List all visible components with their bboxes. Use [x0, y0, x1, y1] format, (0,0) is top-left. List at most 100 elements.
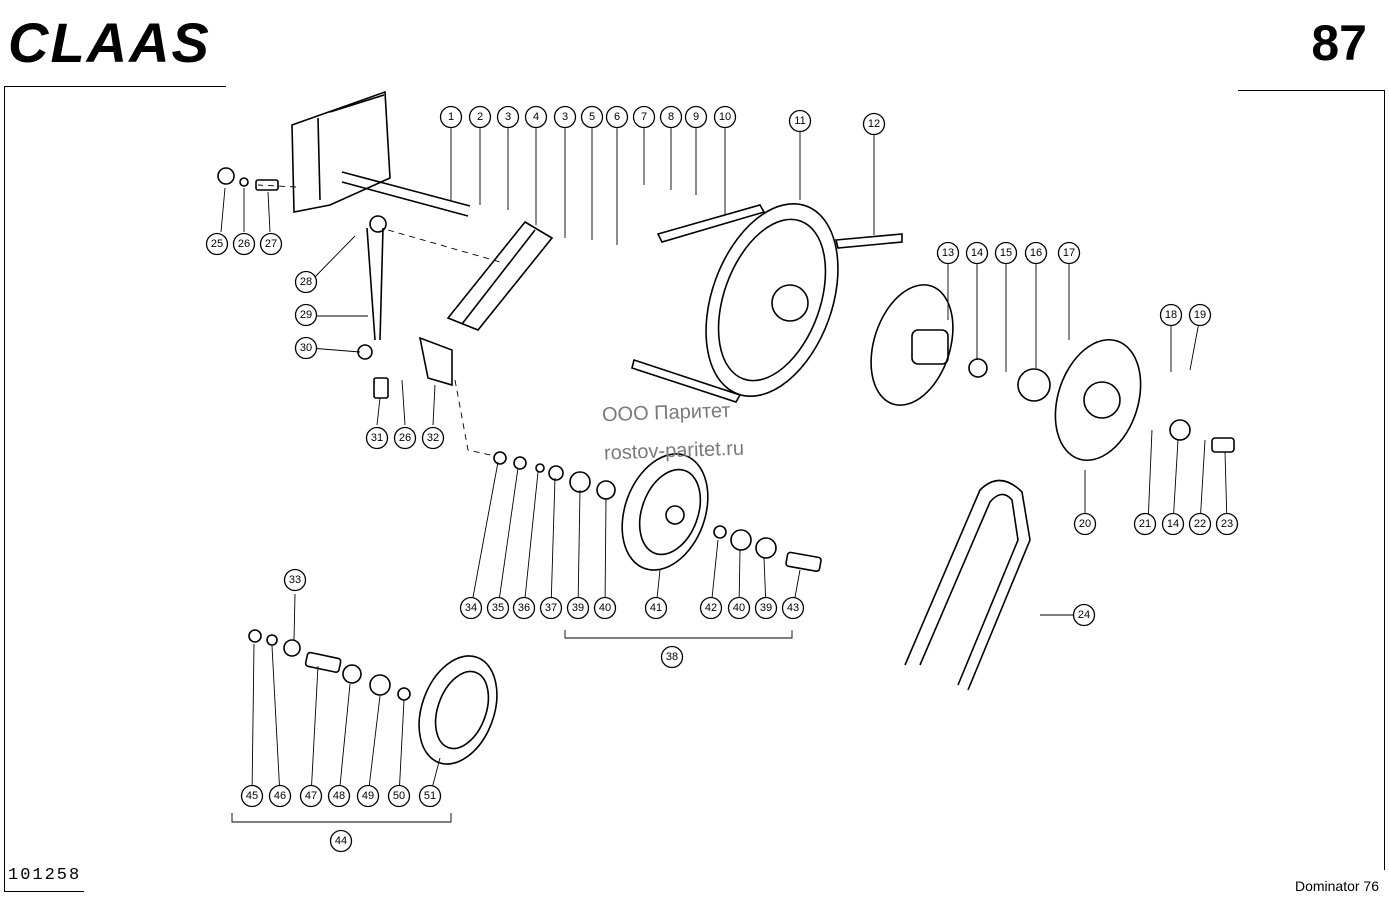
callout: 9	[684, 105, 708, 129]
bracket-32	[418, 336, 453, 387]
svg-text:37: 37	[545, 602, 557, 614]
svg-text:5: 5	[589, 111, 595, 123]
header-rule-left	[4, 86, 226, 87]
svg-text:22: 22	[1194, 518, 1206, 530]
header-rule-right	[1238, 90, 1384, 91]
swing-arm	[446, 220, 554, 331]
callout: 15	[994, 241, 1018, 265]
callout: 30	[294, 336, 318, 360]
callout: 3	[496, 105, 520, 129]
svg-text:23: 23	[1221, 518, 1233, 530]
callout: 4	[524, 105, 548, 129]
callout: 31	[365, 426, 389, 450]
callout: 28	[294, 270, 318, 294]
callout: 39	[566, 596, 590, 620]
idler-pulley-41	[621, 453, 709, 571]
svg-text:16: 16	[1030, 247, 1042, 259]
svg-text:48: 48	[333, 790, 345, 802]
callout: 38	[660, 645, 684, 669]
callout: 17	[1057, 241, 1081, 265]
document-number: 101258	[8, 866, 82, 885]
callout: 50	[387, 784, 411, 808]
callout: 47	[299, 784, 323, 808]
callout: 12	[862, 112, 886, 136]
svg-text:4: 4	[533, 111, 539, 123]
callout: 16	[1024, 241, 1048, 265]
callout: 33	[283, 568, 307, 592]
callout: 14	[1161, 512, 1185, 536]
callout: 13	[936, 241, 960, 265]
callout: 32	[421, 426, 445, 450]
callout: 41	[644, 596, 668, 620]
svg-text:44: 44	[335, 835, 347, 847]
svg-text:33: 33	[289, 574, 301, 586]
callout: 34	[459, 596, 483, 620]
svg-text:8: 8	[668, 111, 674, 123]
svg-text:10: 10	[719, 111, 731, 123]
svg-text:24: 24	[1078, 609, 1090, 621]
callout: 6	[605, 105, 629, 129]
svg-text:21: 21	[1139, 518, 1151, 530]
callout: 2	[468, 105, 492, 129]
svg-text:12: 12	[868, 118, 880, 130]
callout: 3	[553, 105, 577, 129]
callout: 40	[727, 596, 751, 620]
claas-logo: CLAAS	[8, 14, 211, 70]
svg-text:25: 25	[211, 238, 223, 250]
svg-text:39: 39	[760, 602, 772, 614]
callout: 22	[1188, 512, 1212, 536]
svg-text:38: 38	[666, 651, 678, 663]
svg-text:11: 11	[794, 115, 805, 127]
callout: 25	[205, 232, 229, 256]
svg-text:39: 39	[572, 602, 584, 614]
callout: 36	[512, 596, 536, 620]
svg-text:26: 26	[399, 432, 411, 444]
callout: 18	[1159, 303, 1183, 327]
svg-text:49: 49	[362, 790, 374, 802]
svg-text:14: 14	[971, 247, 983, 259]
callout: 26	[393, 426, 417, 450]
callout: 1	[439, 105, 463, 129]
svg-text:34: 34	[465, 602, 477, 614]
callout: 27	[259, 232, 283, 256]
svg-text:17: 17	[1063, 247, 1075, 259]
svg-text:36: 36	[518, 602, 530, 614]
svg-text:45: 45	[246, 790, 258, 802]
belt-strip-lower	[631, 358, 742, 403]
svg-text:41: 41	[650, 602, 662, 614]
callout: 44	[329, 829, 353, 853]
svg-text:28: 28	[300, 276, 312, 288]
callout: 14	[965, 241, 989, 265]
svg-text:7: 7	[641, 111, 647, 123]
mounting-bracket	[291, 90, 391, 213]
model-name: Dominator 76	[1294, 878, 1379, 894]
callout: 29	[294, 303, 318, 327]
svg-text:15: 15	[1000, 247, 1012, 259]
callout: 20	[1073, 512, 1097, 536]
frame-bottom	[4, 891, 84, 892]
svg-text:26: 26	[238, 238, 250, 250]
svg-text:14: 14	[1167, 518, 1179, 530]
svg-text:9: 9	[693, 111, 699, 123]
callout: 11	[788, 109, 812, 133]
svg-text:46: 46	[274, 790, 286, 802]
svg-text:42: 42	[705, 602, 717, 614]
bolt-23	[1211, 437, 1235, 453]
page-number: 87	[1311, 15, 1367, 71]
bearing-14a	[968, 358, 988, 378]
belt-strip-10	[656, 204, 766, 243]
logo-text: CLAAS	[8, 14, 211, 70]
callout: 10	[713, 105, 737, 129]
callout: 8	[659, 105, 683, 129]
bearing-14b	[1169, 419, 1191, 441]
callout: 48	[327, 784, 351, 808]
callout: 7	[632, 105, 656, 129]
pulley-disc-17	[1054, 338, 1142, 462]
callout: 46	[268, 784, 292, 808]
callout: 5	[580, 105, 604, 129]
svg-text:13: 13	[942, 247, 954, 259]
svg-text:18: 18	[1165, 309, 1177, 321]
svg-text:31: 31	[371, 432, 383, 444]
svg-text:35: 35	[492, 602, 504, 614]
